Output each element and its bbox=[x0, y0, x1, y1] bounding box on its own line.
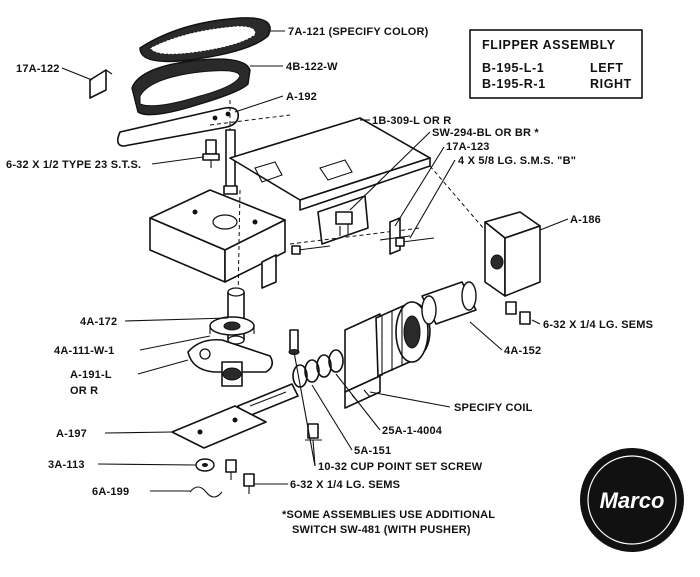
footnote-line-2: SWITCH SW-481 (WITH PUSHER) bbox=[292, 524, 471, 536]
flipper-bat-part bbox=[131, 58, 251, 116]
label-17a123: 17A-123 bbox=[446, 141, 490, 153]
label-a192: A-192 bbox=[286, 91, 317, 103]
label-6a199: 6A-199 bbox=[92, 486, 129, 498]
logo-text: Marco bbox=[600, 488, 665, 513]
footnote-line-1: *SOME ASSEMBLIES USE ADDITIONAL bbox=[282, 509, 495, 521]
label-specify-coil: SPECIFY COIL bbox=[454, 402, 533, 414]
coil-stop-a186-part bbox=[484, 211, 541, 325]
left-part-number: B-195-L-1 bbox=[482, 61, 544, 75]
part-labels: 7A-121 (SPECIFY COLOR) 17A-122 4B-122-W … bbox=[6, 26, 653, 498]
bushing-4a111-part bbox=[209, 316, 255, 336]
assembly-title: FLIPPER ASSEMBLY bbox=[482, 38, 616, 52]
alignment-lines bbox=[209, 114, 491, 301]
sms-screws-part bbox=[291, 237, 435, 255]
label-1b309: 1B-309-L OR R bbox=[372, 115, 451, 127]
right-label: RIGHT bbox=[590, 77, 632, 91]
label-25a1: 25A-1-4004 bbox=[382, 425, 443, 437]
leader-lines bbox=[61, 30, 569, 492]
label-a191-or-r: OR R bbox=[70, 385, 98, 397]
bracket-17a123-part bbox=[379, 217, 411, 255]
label-632-sems-right: 6-32 X 1/4 LG. SEMS bbox=[543, 319, 653, 331]
screw-632-type23-part bbox=[202, 139, 220, 168]
label-4x58-sms: 4 X 5/8 LG. S.M.S. "B" bbox=[458, 155, 576, 167]
base-plate-a197-part bbox=[171, 405, 267, 449]
coil-sleeve-4a152-part bbox=[421, 281, 477, 325]
switch-sw294-part bbox=[289, 195, 421, 245]
base-bracket-part bbox=[149, 189, 286, 289]
right-part-number: B-195-R-1 bbox=[482, 77, 546, 91]
label-a191: A-191-L bbox=[70, 369, 112, 381]
set-screw-1032-part bbox=[288, 329, 322, 441]
sems-screws-bottom-part bbox=[225, 459, 255, 494]
marco-logo: Marco bbox=[580, 448, 684, 552]
flipper-strip-part bbox=[116, 106, 240, 147]
label-17a122: 17A-122 bbox=[16, 63, 60, 75]
left-label: LEFT bbox=[590, 61, 624, 75]
footnote: *SOME ASSEMBLIES USE ADDITIONAL SWITCH S… bbox=[282, 509, 495, 536]
bracket-17a122-part bbox=[89, 69, 113, 99]
spring-5a151-part bbox=[292, 349, 344, 388]
label-1032-set-screw: 10-32 CUP POINT SET SCREW bbox=[318, 461, 483, 473]
main-plate-part bbox=[229, 117, 431, 211]
label-4b122: 4B-122-W bbox=[286, 61, 338, 73]
coil-part bbox=[344, 301, 431, 409]
label-3a113: 3A-113 bbox=[48, 459, 85, 471]
label-632-type23: 6-32 X 1/2 TYPE 23 S.T.S. bbox=[6, 159, 141, 171]
label-5a151: 5A-151 bbox=[354, 445, 391, 457]
washer-3a113-part bbox=[195, 458, 215, 472]
rubber-ring-part bbox=[139, 17, 271, 63]
label-4a111: 4A-111-W-1 bbox=[54, 345, 114, 357]
label-4a152: 4A-152 bbox=[504, 345, 541, 357]
label-a186: A-186 bbox=[570, 214, 601, 226]
spring-clip-6a199-part bbox=[189, 486, 223, 498]
label-a197: A-197 bbox=[56, 428, 87, 440]
label-4a172: 4A-172 bbox=[80, 316, 117, 328]
crank-a191-part bbox=[187, 338, 274, 387]
post-4a172-part bbox=[227, 287, 245, 345]
label-632-sems-bottom: 6-32 X 1/4 LG. SEMS bbox=[290, 479, 400, 491]
label-sw294: SW-294-BL OR BR * bbox=[432, 127, 539, 139]
title-box: FLIPPER ASSEMBLY B-195-L-1 LEFT B-195-R-… bbox=[469, 29, 643, 99]
label-7a121: 7A-121 (SPECIFY COLOR) bbox=[288, 26, 429, 38]
